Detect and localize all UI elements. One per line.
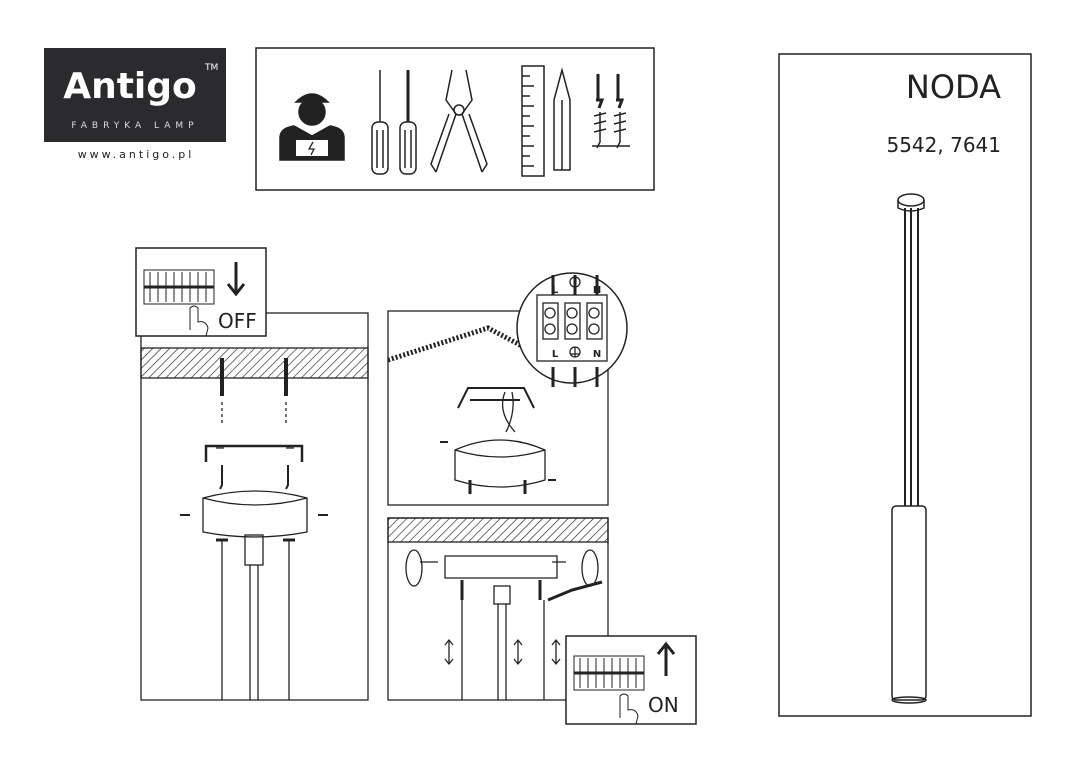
terminal-bottom-neutral: N (593, 349, 601, 360)
circuit-breaker-icon (143, 269, 215, 337)
logo-brand: Antigo (63, 66, 197, 107)
logo-trademark: TM (204, 63, 218, 73)
power-off-label: OFF (218, 309, 257, 333)
step-fix-canopy (387, 517, 609, 701)
wall-plugs-and-screws-icon (592, 74, 630, 149)
step-mount-bracket (140, 312, 369, 701)
power-on-inset: ON (565, 635, 697, 725)
arrow-down-icon (226, 262, 246, 297)
terminal-top-live: L (552, 285, 559, 296)
logo-tagline: FABRYKA LAMP (71, 121, 198, 131)
electrician-icon (279, 93, 345, 161)
terminal-block-inset: L N L N (516, 272, 628, 387)
power-off-inset: OFF (135, 247, 267, 337)
product-name: NODA (906, 68, 1001, 106)
step-wiring (387, 310, 609, 506)
phillips-screwdriver-icon (399, 70, 417, 175)
flat-screwdriver-icon (371, 70, 389, 175)
terminal-bottom-live: L (552, 349, 559, 360)
power-on-label: ON (648, 693, 679, 717)
pendant-lamp-illustration (891, 193, 927, 704)
product-codes: 5542, 7641 (886, 133, 1001, 157)
product-panel: NODA 5542, 7641 (778, 53, 1032, 717)
terminal-top-neutral: N (593, 285, 601, 296)
brand-logo: Antigo TM FABRYKA LAMP (44, 48, 226, 142)
tools-panel (255, 47, 655, 191)
pencil-icon (553, 67, 571, 171)
circuit-breaker-icon (573, 655, 645, 725)
arrow-up-icon (656, 641, 676, 676)
pliers-icon (430, 69, 488, 173)
logo-url: www.antigo.pl (78, 148, 195, 161)
ruler-icon (521, 65, 545, 177)
